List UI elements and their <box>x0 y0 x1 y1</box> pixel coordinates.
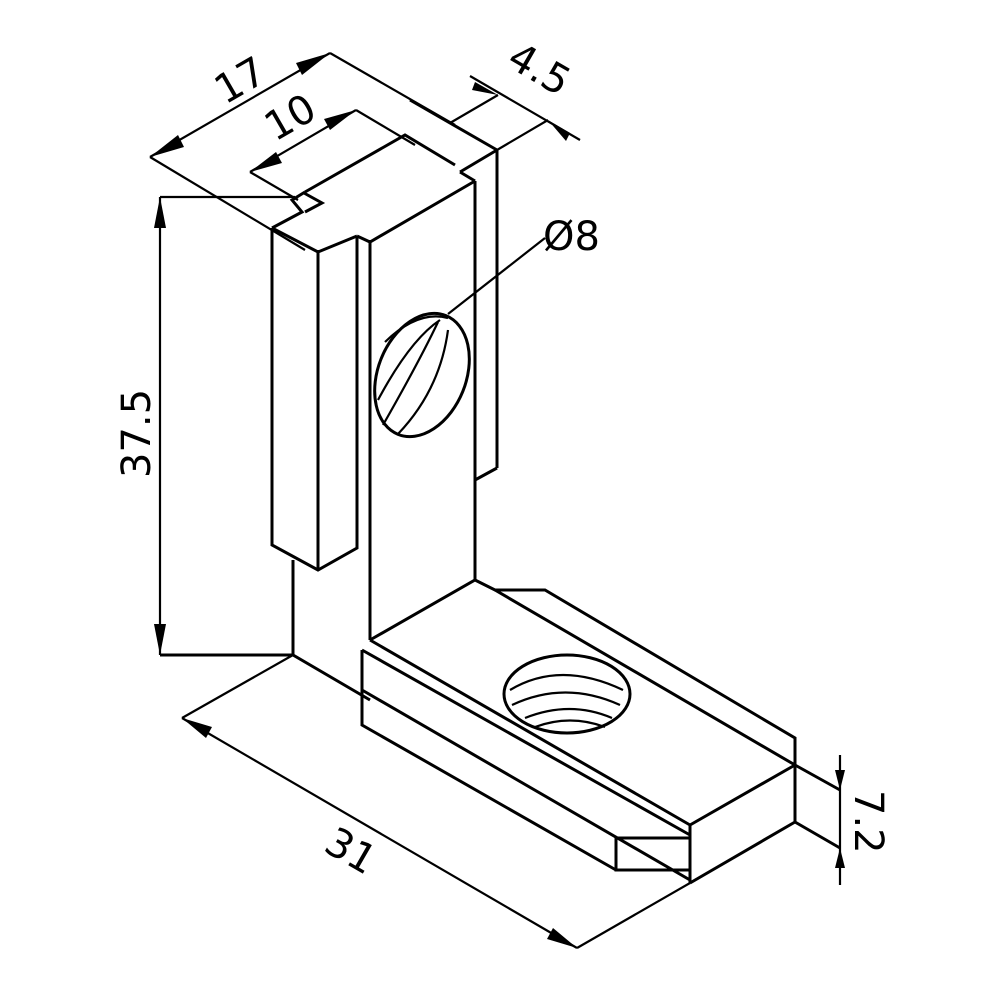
base-threaded-hole <box>502 653 632 735</box>
dimension-10-label: 10 <box>257 85 324 150</box>
dimension-7-2: 7.2 <box>835 755 891 885</box>
horizontal-base <box>360 578 841 885</box>
dimension-31: 31 <box>181 654 691 949</box>
dimension-4-5-label: 4.5 <box>500 34 578 106</box>
dimension-37-5: 37.5 <box>114 195 295 655</box>
vertical-leg <box>160 98 499 702</box>
dimension-7-2-label: 7.2 <box>845 790 891 854</box>
dimension-diameter-8-label: Ø8 <box>543 214 600 260</box>
dimension-37-5-label: 37.5 <box>114 389 160 478</box>
dimension-diameter-8: Ø8 <box>447 214 600 315</box>
vertical-threaded-hole <box>373 311 471 439</box>
dimension-17-label: 17 <box>207 48 274 113</box>
